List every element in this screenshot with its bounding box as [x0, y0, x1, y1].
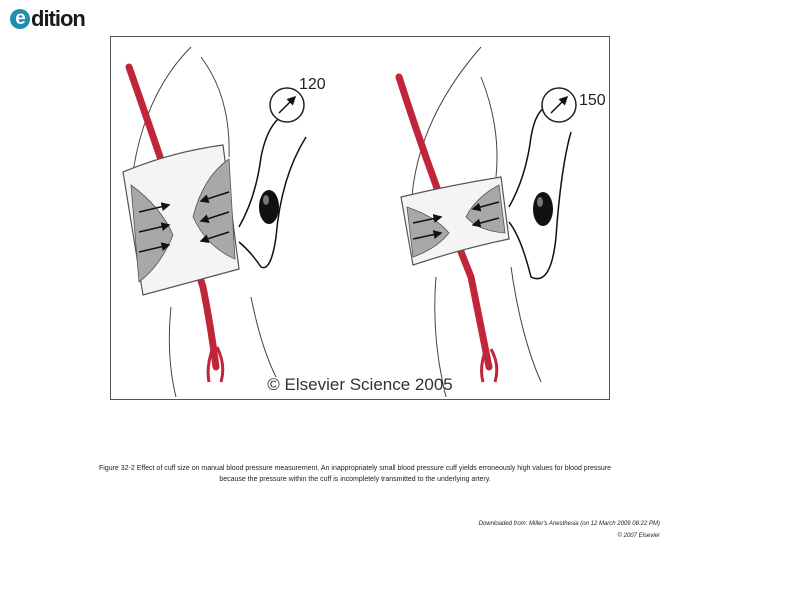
bulb-right — [533, 192, 553, 226]
gauge-value-left: 120 — [299, 76, 326, 93]
gauge-value-right: 150 — [579, 92, 606, 109]
caption-line-1: Figure 32-2 Effect of cuff size on manua… — [98, 465, 612, 472]
left-panel: 120 — [122, 46, 326, 398]
cuff-illustration: 120 150 — [122, 46, 606, 398]
artery-right — [395, 73, 493, 371]
download-source: Downloaded from: Miller's Anesthesia (on… — [478, 521, 660, 527]
figure-image: 120 150 © Elsevier Science 2 — [110, 36, 610, 400]
figure-caption: Figure 32-2 Effect of cuff size on manua… — [40, 463, 670, 485]
figure-copyright: © Elsevier Science 2005 — [267, 375, 453, 394]
right-panel: 150 — [395, 46, 606, 398]
download-copyright: © 2007 Elsevier — [617, 533, 660, 539]
caption-line-2: because the pressure within the cuff is … — [219, 476, 491, 483]
logo-text: dition — [31, 6, 86, 31]
download-info: Downloaded from: Miller's Anesthesia (on… — [479, 518, 660, 542]
bulb-left — [259, 190, 279, 224]
logo-e-mark: e — [10, 9, 30, 29]
edition-logo: e dition — [10, 6, 86, 32]
